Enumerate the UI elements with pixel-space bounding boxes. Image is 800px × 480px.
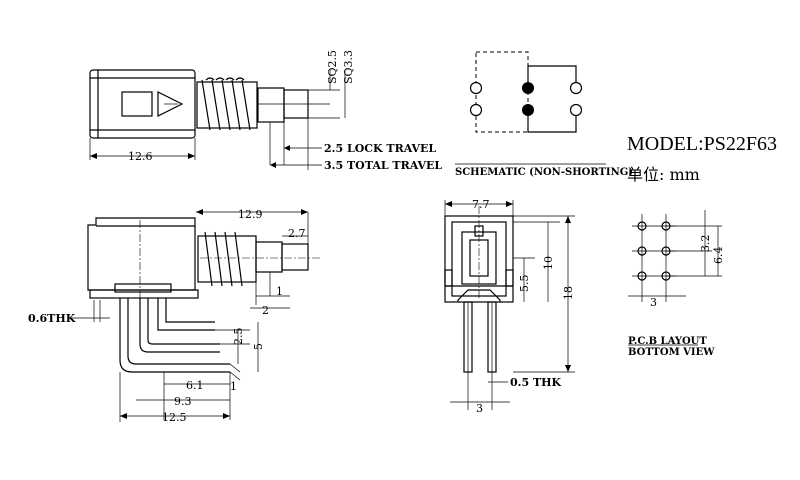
top-view: 12.6 SQ2.5 SQ3.3 2.5 LOCK TRAVEL 3.5 TOT… — [89, 50, 442, 172]
dim-lock-travel: 2.5 LOCK TRAVEL — [324, 142, 436, 155]
dim-front-thk: 0.5 THK — [510, 376, 562, 389]
dim-1b: 1 — [230, 380, 237, 393]
front-view: 7.7 10 5.5 18 0.5 THK 3 — [444, 198, 575, 415]
dim-width: 7.7 — [472, 198, 490, 211]
schematic-label: SCHEMATIC (NON-SHORTING) — [455, 167, 633, 178]
pcb-label-1: P.C.B LAYOUT — [628, 336, 707, 347]
dim-step1: 1 — [276, 285, 283, 298]
dim-9-3: 9.3 — [174, 395, 192, 408]
dim-pin-pitch: 2.5 — [232, 328, 245, 346]
dim-6-1: 6.1 — [186, 379, 204, 392]
side-view: 12.9 2.7 1 2 0.6THK 2.5 5 1 6.1 9.3 — [28, 208, 320, 424]
dim-height-5-5: 5.5 — [518, 275, 531, 293]
dim-height-10: 10 — [542, 256, 555, 270]
dim-pcb-col: 3 — [650, 296, 657, 309]
pcb-label-2: BOTTOM VIEW — [628, 347, 715, 358]
dim-step2: 2 — [262, 304, 269, 317]
dim-thk: 0.6THK — [28, 312, 76, 325]
dim-height-18: 18 — [562, 286, 575, 300]
dim-length: 12.9 — [238, 208, 263, 221]
dim-plunger: 2.7 — [288, 227, 306, 240]
dim-pcb-row: 3.2 — [699, 235, 712, 253]
unit-label: 单位: mm — [627, 165, 700, 184]
model-name: MODEL:PS22F63 — [627, 133, 777, 155]
dim-body-length: 12.6 — [128, 150, 153, 163]
bent-pins — [119, 298, 230, 373]
dim-pcb-total: 6.4 — [712, 247, 725, 265]
dim-pin-span: 5 — [252, 343, 265, 350]
dim-total-travel: 3.5 TOTAL TRAVEL — [324, 159, 442, 172]
dim-12-5: 12.5 — [162, 411, 187, 424]
schematic: SCHEMATIC (NON-SHORTING) — [455, 51, 633, 178]
dim-sq-small: SQ2.5 — [326, 50, 339, 84]
dim-pitch: 3 — [476, 402, 483, 415]
dim-sq-large: SQ3.3 — [342, 50, 355, 84]
pcb-layout: 3.2 6.4 3 P.C.B LAYOUT BOTTOM VIEW — [628, 210, 725, 358]
spring-top — [196, 77, 258, 131]
